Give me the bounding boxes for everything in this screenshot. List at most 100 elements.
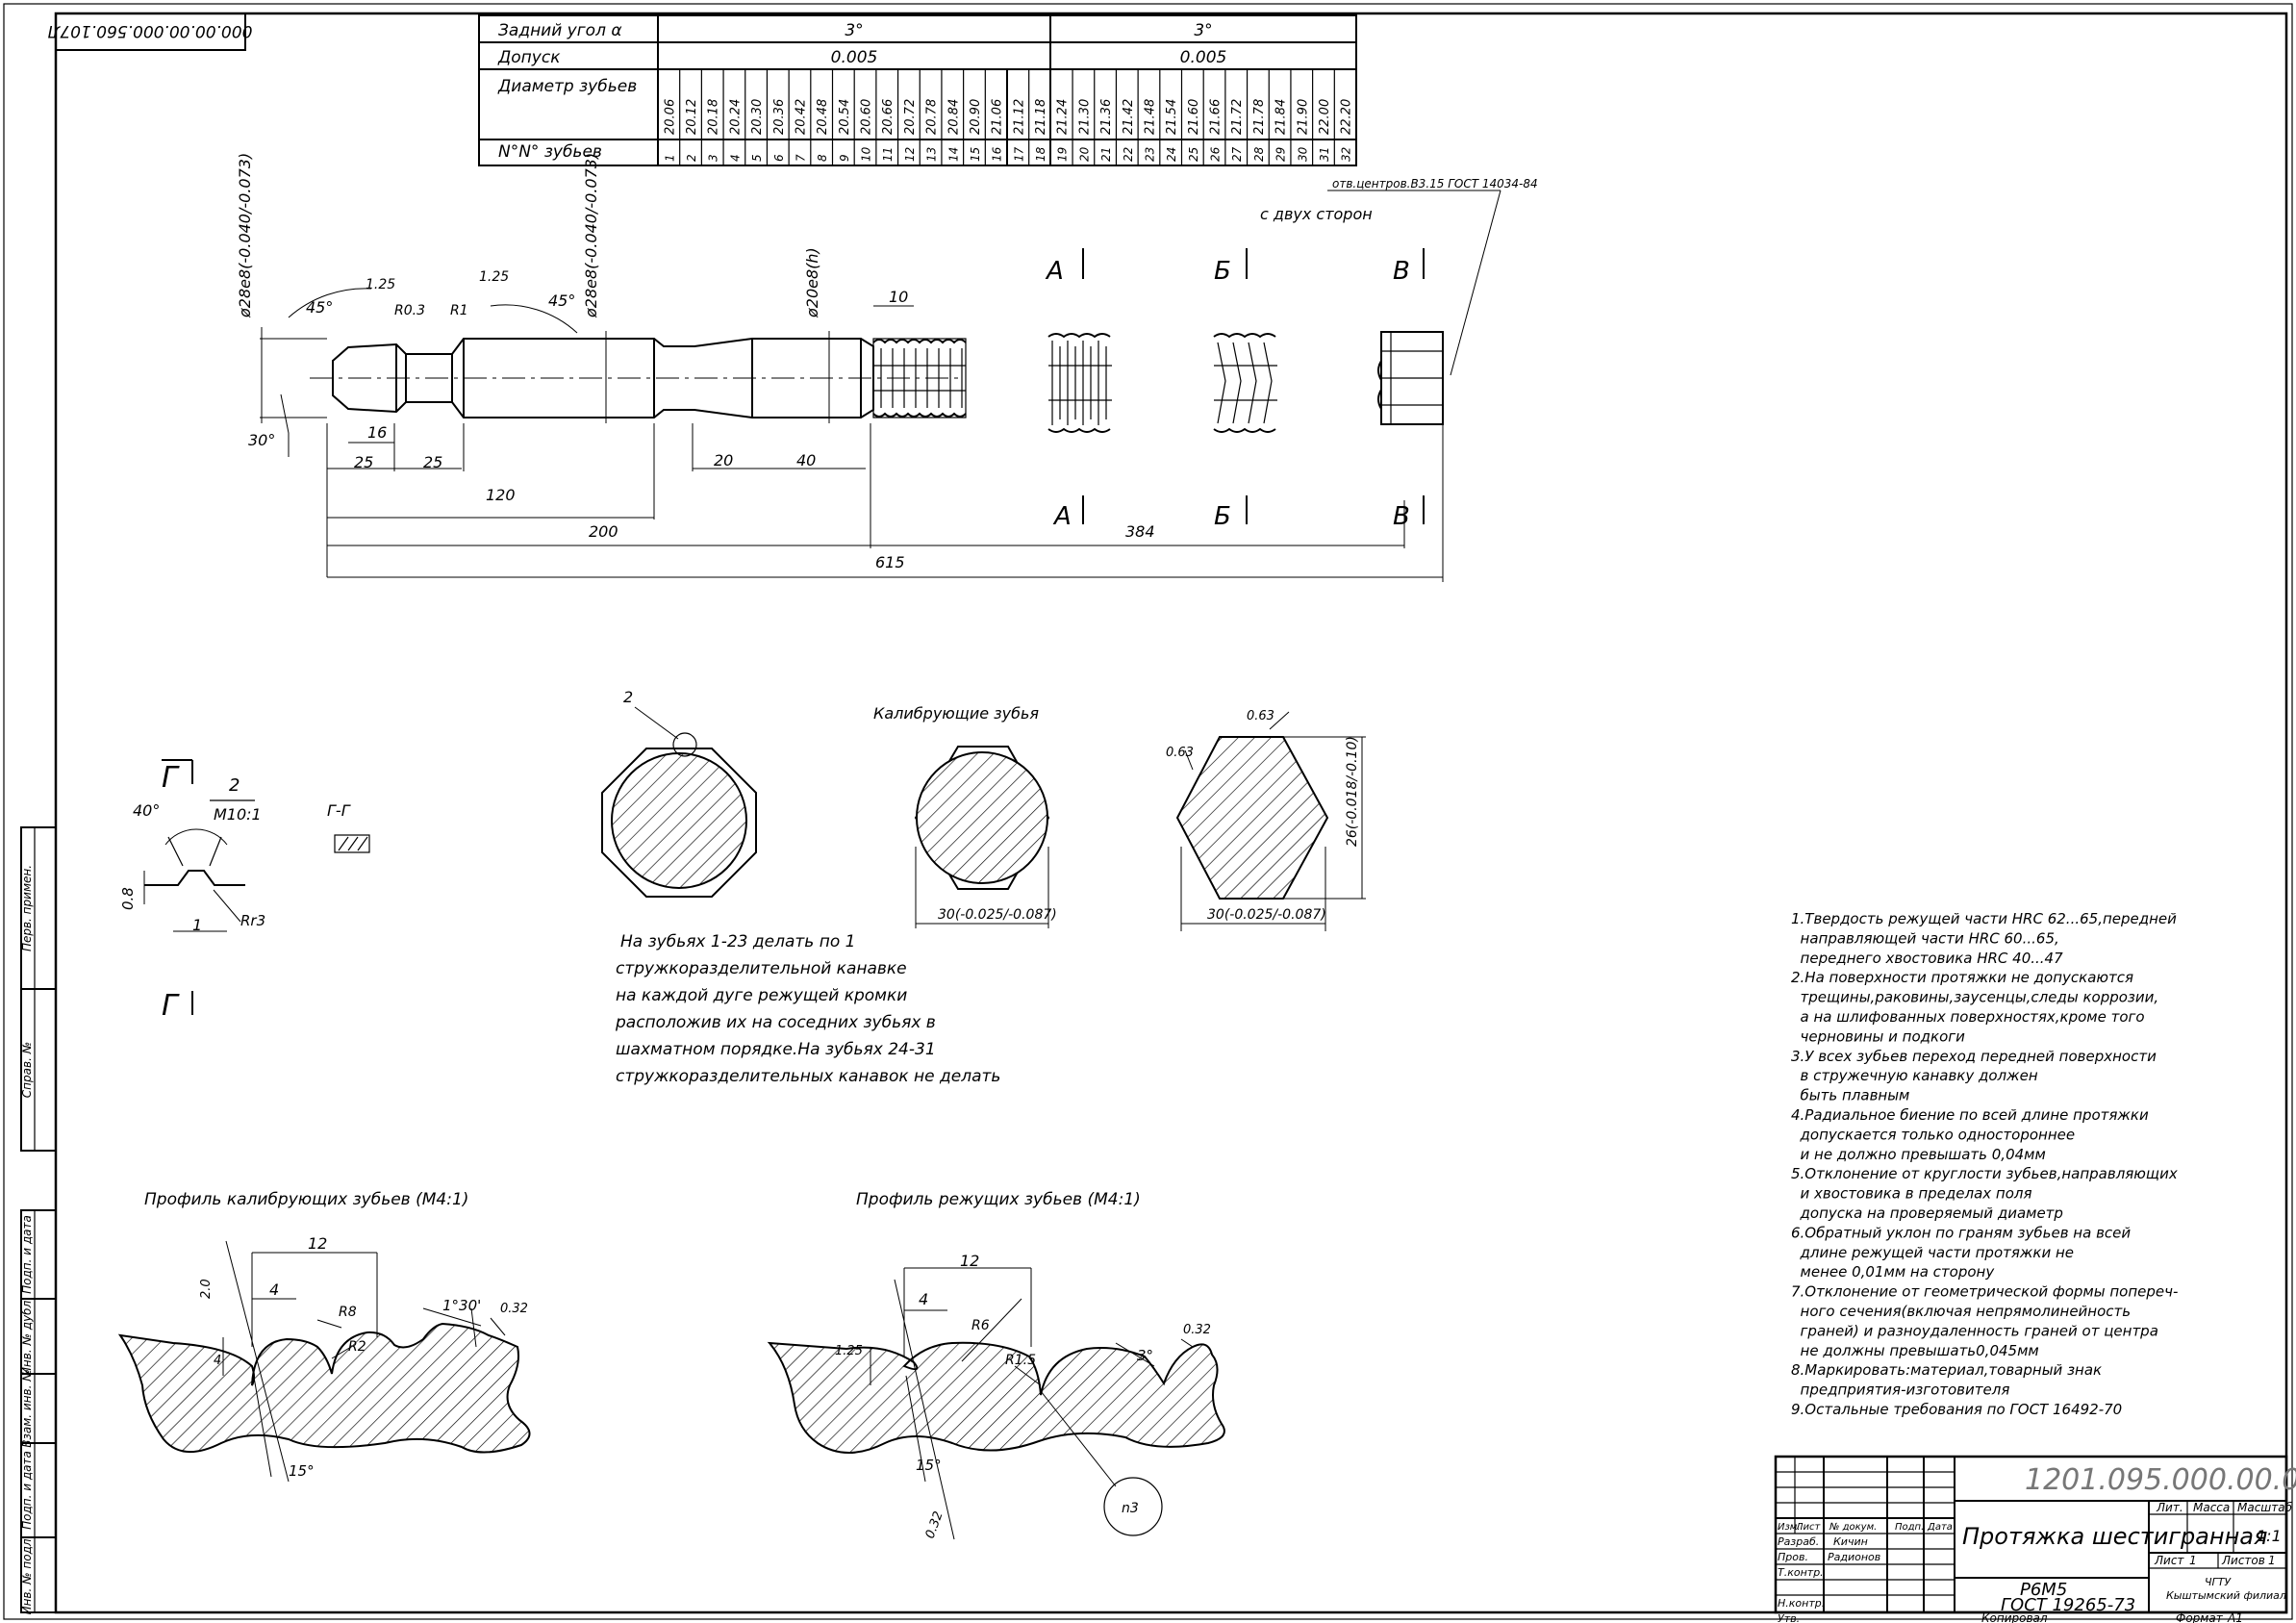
- profile-calib-4: 4: [269, 1281, 279, 1299]
- dim-angle45a: 45°: [306, 298, 333, 317]
- profile-cut-r6: R6: [971, 1318, 990, 1333]
- requirement-line: граней) и разноудаленность граней от цен…: [1791, 1322, 2158, 1339]
- dim-len384: 384: [1125, 522, 1155, 541]
- teeth-note-line-3: на каждой дуге режущей кромки: [616, 986, 907, 1005]
- tooth-diameter: 20.54: [838, 99, 852, 135]
- hex1-dim: 30(-0.025/-0.087): [938, 907, 1057, 923]
- tooth-number: 18: [1034, 146, 1047, 162]
- tolerance-2: 0.005: [1180, 48, 1227, 67]
- side-stamp-7: Инв. № подл.: [20, 1535, 34, 1615]
- tooth-diameter: 21.42: [1122, 99, 1136, 135]
- detail-angle: 40°: [133, 801, 160, 820]
- main-view: ø28e8(-0.040/-0.073) ø28e8(-0.040/-0.073…: [236, 153, 1538, 582]
- tooth-diameter: 21.12: [1012, 99, 1026, 135]
- label-numbers: N°N° зубьев: [498, 142, 602, 162]
- dim-r03: R0.3: [394, 303, 425, 318]
- tb-format: Формат: [2176, 1611, 2224, 1623]
- tooth-diameter: 20.30: [750, 99, 765, 135]
- profile-calib-c032: 0.32: [500, 1302, 528, 1316]
- outer-frame: [3, 3, 2293, 1620]
- profile-cut-r15: R1.5: [1005, 1353, 1036, 1368]
- stamp-text: 000.00.00.000.560.107Л: [47, 21, 252, 40]
- label-tolerance: Допуск: [497, 48, 561, 67]
- profile-cut-circle: n3: [1122, 1501, 1139, 1516]
- tooth-number: 4: [728, 154, 742, 162]
- tooth-number: 7: [794, 154, 807, 162]
- inner-frame: [54, 12, 2288, 1614]
- profile-calib-r8: R8: [339, 1305, 357, 1320]
- dim-d28a: ø28e8(-0.040/-0.073): [236, 153, 254, 318]
- tooth-diameter: 21.36: [1099, 99, 1114, 135]
- tooth-number: 21: [1099, 147, 1113, 162]
- requirement-line: менее 0,01мм на сторону: [1791, 1263, 1995, 1281]
- tb-role-2: Пров.: [1778, 1551, 1808, 1563]
- requirement-line: 4.Радиальное биение по всей длине протяж…: [1791, 1106, 2149, 1124]
- side-stamps: Перв. примен. Справ. № Подп. и дата Инв.…: [20, 826, 57, 1615]
- detail-width: 1: [192, 916, 202, 934]
- tooth-number: 5: [750, 154, 764, 162]
- side-stamp-5: Взам. инв. №: [20, 1369, 34, 1447]
- section-mark-V-bottom: В: [1393, 502, 1410, 531]
- tb-name-2: Радионов: [1828, 1551, 1880, 1563]
- tooth-diameter: 20.78: [925, 99, 940, 135]
- dim-len615: 615: [875, 553, 905, 571]
- tb-org2: Кыштымский филиал: [2166, 1589, 2286, 1602]
- tooth-number: 23: [1143, 147, 1156, 162]
- profile-calib-r2: R2: [348, 1339, 366, 1355]
- dim-d20: ø20e8(h): [803, 247, 821, 318]
- requirement-line: а на шлифованных поверхностях,кроме того: [1791, 1008, 2145, 1026]
- tooth-diameter: 20.12: [685, 99, 699, 135]
- detail-view-title: Г-Г: [327, 801, 351, 820]
- section-mark-A-top: А: [1045, 257, 1064, 286]
- tb-scale: Масштаб: [2237, 1501, 2293, 1514]
- tb-role-1: Разраб.: [1778, 1535, 1819, 1548]
- profile-calib-d4: 4: [214, 1354, 221, 1368]
- profile-cut-a3: 3°: [1137, 1347, 1153, 1364]
- tooth-diameter: 20.48: [816, 99, 830, 135]
- tooth-diameter: 21.90: [1296, 99, 1310, 135]
- tooth-number: 9: [838, 154, 851, 162]
- requirement-line: 8.Маркировать:материал,товарный знак: [1791, 1361, 2102, 1379]
- dim-r125b: 1.25: [479, 269, 509, 285]
- tooth-diameter: 22.00: [1318, 99, 1332, 135]
- teeth-note-line-2: стружкоразделительной канавке: [616, 959, 907, 978]
- tooth-diameter: 20.42: [794, 99, 808, 135]
- requirement-line: 2.На поверхности протяжки не допускаются: [1791, 969, 2133, 986]
- dim-len200: 200: [589, 522, 618, 541]
- tooth-number: 10: [860, 146, 873, 162]
- tb-sheet: Лист: [2154, 1554, 2184, 1567]
- requirement-line: 6.Обратный уклон по граням зубьев на все…: [1791, 1224, 2131, 1241]
- tb-role-5: Н.контр.: [1778, 1597, 1825, 1610]
- requirement-line: 1.Твердость режущей части HRC 62...65,пе…: [1791, 910, 2177, 927]
- tooth-diameter: 20.18: [707, 99, 721, 135]
- detail-G-mark-bottom: Г: [162, 989, 180, 1023]
- tb-hdr-4: Подп.: [1895, 1522, 1924, 1533]
- tooth-number: 29: [1274, 147, 1288, 162]
- centre-hole-note: отв.центров.В3.15 ГОСТ 14034-84: [1332, 177, 1538, 190]
- tooth-number: 8: [816, 154, 829, 162]
- profile-calib-c20: 2.0: [199, 1279, 214, 1299]
- dim-len40: 40: [796, 451, 816, 469]
- tb-mass: Масса: [2193, 1501, 2230, 1514]
- side-stamp-3: Подп. и дата: [20, 1215, 34, 1294]
- requirement-line: черновины и подкоги: [1791, 1027, 1965, 1045]
- label-back-angle: Задний угол α: [498, 21, 622, 40]
- profile-calib: Профиль калибрующих зубьев (М4:1) 12 4 R…: [117, 1190, 531, 1483]
- tb-sheets: Листов: [2221, 1554, 2265, 1567]
- dim-r125a: 1.25: [366, 277, 395, 292]
- teeth-note-line-6: стружкоразделительных канавок не делать: [616, 1067, 1000, 1086]
- detail-radius: Rr3: [240, 912, 265, 929]
- detail-depth: 0.8: [119, 887, 137, 910]
- dim-len10: 10: [889, 288, 908, 306]
- detail-G: Г Г 2 M10:1 Г-Г 40° 0.8 1 Rr3: [119, 759, 370, 1023]
- tooth-diameter: 20.72: [903, 99, 918, 135]
- tb-lit: Лит.: [2156, 1501, 2183, 1514]
- tooth-number: 16: [991, 146, 1004, 162]
- requirement-line: ного сечения(включая непрямолинейность: [1791, 1303, 2131, 1320]
- requirement-line: 3.У всех зубьев переход передней поверхн…: [1791, 1048, 2157, 1065]
- tooth-diameter: 21.66: [1209, 99, 1224, 135]
- teeth-table: Задний угол α Допуск Диаметр зубьев N°N°…: [478, 14, 1357, 166]
- teeth-note-line-5: шахматном порядке.На зубьях 24-31: [616, 1040, 936, 1059]
- tooth-diameter: 20.24: [728, 99, 743, 135]
- section-mark-B-top: Б: [1214, 257, 1231, 286]
